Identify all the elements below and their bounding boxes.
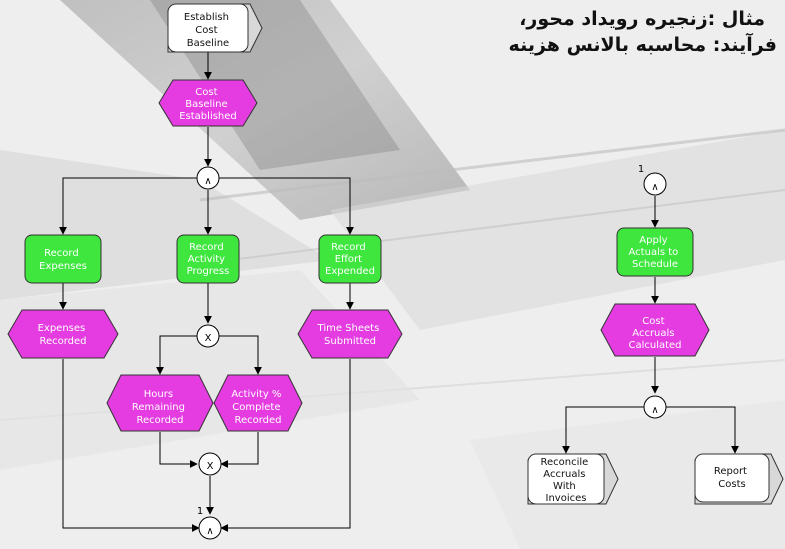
and-split-connector[interactable]: ∧: [196, 166, 220, 190]
reconcile-accruals-interface[interactable]: Reconcile Accruals With Invoices: [527, 453, 619, 505]
svg-text:Hours Remaining: Hours Remaining Recorded: [132, 389, 188, 426]
activity-complete-recorded-label-2: Complete: [232, 402, 280, 413]
svg-text:Record Effort: Record Effort Expended: [325, 242, 375, 277]
chain-start-and-connector[interactable]: ∧ 1: [638, 164, 667, 196]
svg-text:Report Costs: Report Costs: [714, 466, 750, 490]
svg-text:Establish Cost: Establish Cost Baseline: [184, 12, 232, 49]
and-join-symbol: ∧: [206, 526, 213, 537]
activity-complete-recorded-label-3: Recorded: [234, 415, 281, 426]
svg-text:Record Expenses: Record Expenses: [39, 248, 87, 272]
activity-complete-recorded-event[interactable]: Activity % Complete Recorded: [213, 374, 303, 432]
svg-text:Activity % Complete: Activity % Complete Recorded: [231, 389, 284, 426]
record-expenses-label-1: Record: [44, 248, 79, 259]
expenses-recorded-label-2: Recorded: [39, 336, 86, 347]
cost-baseline-established-label-1: Cost: [195, 87, 217, 98]
slide-title-line-1: مثال :زنجیره رویداد محور،: [519, 8, 765, 30]
time-sheets-submitted-event[interactable]: Time Sheets Submitted: [297, 309, 403, 359]
cost-accruals-label-1: Cost: [642, 316, 664, 327]
hours-remaining-recorded-event[interactable]: Hours Remaining Recorded: [106, 374, 214, 432]
right-and-split-connector[interactable]: ∧: [643, 395, 667, 419]
svg-text:Apply Actuals to: Apply Actuals to Schedule: [629, 235, 682, 270]
expenses-recorded-label-1: Expenses: [38, 323, 86, 334]
svg-text:Cost Baseline: Cost Baseline Established: [179, 87, 237, 122]
record-activity-progress-label-1: Record: [189, 242, 224, 253]
cost-baseline-established-label-3: Established: [179, 111, 237, 122]
svg-text:Record Activity: Record Activity Progress: [187, 242, 230, 277]
record-expenses-function[interactable]: Record Expenses: [24, 234, 102, 284]
establish-cost-baseline-label-2: Cost: [195, 25, 217, 36]
chain-start-label: 1: [638, 164, 644, 175]
slide-title-line-2: فرآیند: محاسبه بالانس هزینه: [508, 34, 777, 56]
record-activity-progress-function[interactable]: Record Activity Progress: [176, 234, 240, 284]
apply-actuals-label-2: Actuals to: [629, 247, 679, 258]
hours-remaining-recorded-label-3: Recorded: [136, 415, 183, 426]
time-sheets-submitted-label-1: Time Sheets: [317, 323, 380, 334]
cost-baseline-established-event[interactable]: Cost Baseline Established: [158, 79, 258, 127]
and-join-connector[interactable]: ∧ 1: [197, 506, 222, 540]
apply-actuals-label-1: Apply: [639, 235, 667, 246]
cost-accruals-label-2: Accruals: [632, 328, 674, 339]
right-and-split-symbol: ∧: [651, 405, 658, 416]
record-effort-expended-label-3: Expended: [325, 266, 375, 277]
record-expenses-label-2: Expenses: [39, 261, 87, 272]
reconcile-label-1: Reconcile: [541, 457, 589, 468]
xor-join-connector[interactable]: X: [198, 452, 222, 476]
cost-baseline-established-label-2: Baseline: [185, 99, 227, 110]
establish-cost-baseline-label-1: Establish: [184, 12, 229, 23]
record-effort-expended-function[interactable]: Record Effort Expended: [318, 234, 382, 284]
report-costs-interface[interactable]: Report Costs: [694, 453, 784, 505]
and-join-chain-label: 1: [197, 506, 203, 517]
xor-split-symbol: X: [205, 333, 212, 344]
cost-accruals-calculated-event[interactable]: Cost Accruals Calculated: [600, 303, 710, 357]
svg-text:Time Sheets Submitted: Time Sheets Submitted: [317, 323, 383, 347]
cost-accruals-label-3: Calculated: [628, 340, 681, 351]
apply-actuals-label-3: Schedule: [632, 259, 678, 270]
svg-text:Cost Accruals: Cost Accruals Calculated: [628, 316, 681, 351]
hours-remaining-recorded-label-2: Remaining: [132, 402, 185, 413]
and-split-symbol: ∧: [204, 176, 211, 187]
activity-complete-recorded-label-1: Activity %: [231, 389, 281, 400]
xor-split-connector[interactable]: X: [196, 324, 220, 348]
svg-text:Reconcile Accruals: Reconcile Accruals With Invoices: [541, 457, 592, 504]
chain-start-and-symbol: ∧: [651, 182, 658, 193]
apply-actuals-to-schedule-function[interactable]: Apply Actuals to Schedule: [616, 227, 694, 277]
establish-cost-baseline-label-3: Baseline: [187, 38, 229, 49]
establish-cost-baseline-interface[interactable]: Establish Cost Baseline: [167, 3, 263, 53]
reconcile-label-4: Invoices: [546, 493, 587, 504]
report-costs-label-2: Costs: [718, 479, 745, 490]
time-sheets-submitted-label-2: Submitted: [324, 336, 376, 347]
hours-remaining-recorded-label-1: Hours: [144, 389, 173, 400]
record-effort-expended-label-1: Record: [331, 242, 366, 253]
svg-text:Expenses Recorded: Expenses Recorded: [38, 323, 89, 347]
record-activity-progress-label-3: Progress: [187, 266, 230, 277]
expenses-recorded-event[interactable]: Expenses Recorded: [7, 309, 119, 359]
reconcile-label-3: With: [553, 481, 576, 492]
record-activity-progress-label-2: Activity: [188, 254, 225, 265]
xor-join-symbol: X: [207, 461, 214, 472]
reconcile-label-2: Accruals: [543, 469, 585, 480]
flow-lines: [59, 52, 739, 532]
record-effort-expended-label-2: Effort: [335, 254, 362, 265]
report-costs-label-1: Report: [714, 466, 747, 477]
